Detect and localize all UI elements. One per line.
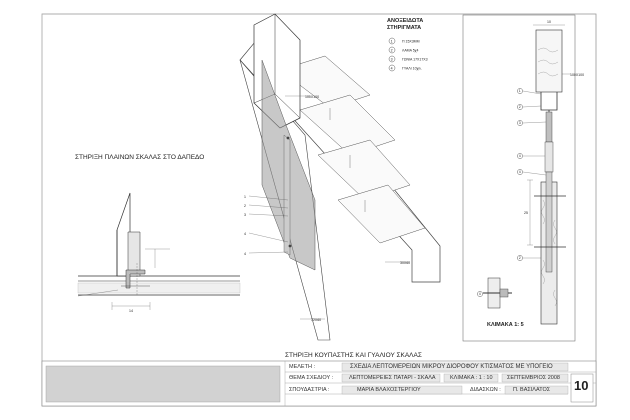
isometric-stair-drawing: 1 2 3 4 4 100Χ100 30Χ60 72Χ60 ΣΤΗΡΙΞΗ ΚΟ… <box>239 13 441 359</box>
legend-item-text: Π 15Χ3ΜΜ <box>402 40 420 44</box>
legend-item-text: ΛΑΜΑ 5χ4 <box>402 49 418 53</box>
student-value: ΜΑΡΙΑ ΒΛΑΧΟΣΤΕΡΓΙΟΥ <box>357 387 421 393</box>
drawing-label: ΘΕΜΑ ΣΧΕΔΙΟΥ : <box>289 375 334 381</box>
section-callout: 2 <box>519 256 521 260</box>
legend-item-4: 4 ΓΥΑΛΙ 10χιλ. <box>388 64 422 72</box>
handrail-support-title: ΣΤΗΡΙΞΗ ΚΟΥΠΑΣΤΗΣ ΚΑΙ ΓΥΑΛΙΟΥ ΣΚΑΛΑΣ <box>285 352 422 359</box>
section-callout: 4 <box>479 292 481 296</box>
detail-dim-label: 14 <box>129 309 133 313</box>
floor-support-title: ΣΤΗΡΙΞΗ ΠΛΑΙΝΩΝ ΣΚΑΛΑΣ ΣΤΟ ΔΑΠΕΔΟ <box>75 154 204 161</box>
scale-value: ΚΛΙΜΑΚΑ : 1 : 10 <box>450 375 493 381</box>
drawing-value: ΛΕΠΤΟΜΕΡΕΙΕΣ ΠΑΤΑΡΙ - ΣΚΑΛΑ <box>349 375 436 381</box>
section-callout: 3 <box>519 121 521 125</box>
legend-item-2: 2 ΛΑΜΑ 5χ4 <box>388 46 418 54</box>
legend-title-line2: ΣΤΗΡΙΓΜΑΤΑ <box>387 25 421 31</box>
legend-item-text: ΓΥΑΛΙ 10χιλ. <box>402 67 422 71</box>
iso-top-label: 100Χ100 <box>305 95 319 99</box>
section-scale-label: ΚΛΙΜΑΚΑ 1: 5 <box>487 322 524 328</box>
section-callout: 4 <box>519 154 521 158</box>
iso-bottom-label: 72Χ60 <box>311 318 321 322</box>
section-callout: 1 <box>519 89 521 93</box>
sheet-number-box <box>570 373 594 403</box>
date-value: ΣΕΠΤΕΜΒΡΙΟΣ 2008 <box>507 375 560 381</box>
floor-support-detail: ΣΤΗΡΙΞΗ ΠΛΑΙΝΩΝ ΣΚΑΛΑΣ ΣΤΟ ΔΑΠΕΔΟ 14 <box>75 154 241 313</box>
legend-item-number: 1 <box>391 39 393 43</box>
section-callouts: 1 2 3 4 4 2 4 <box>477 88 523 297</box>
iso-callout-4: 4 <box>244 232 246 236</box>
fasteners-legend: ΑΝΟΞΕΙΔΩΤΑ ΣΤΗΡΙΓΜΑΤΑ 1 Π 15Χ3ΜΜ 2 ΛΑΜΑ … <box>387 18 428 72</box>
sheet-number: 10 <box>574 378 589 393</box>
legend-item-number: 3 <box>391 57 393 61</box>
title-block <box>41 360 597 407</box>
student-label: ΣΠΟΥΔΑΣΤΡΙΑ : <box>289 387 330 393</box>
section-dim-top: 10 <box>547 20 551 24</box>
section-callout: 4 <box>519 170 521 174</box>
legend-item-text: ΓΩΝΙΑ 17Χ17Χ3 <box>402 58 428 62</box>
vertical-section-detail: 10 100Χ100 25 1 2 3 4 <box>462 14 584 342</box>
legend-title-line1: ΑΝΟΞΕΙΔΩΤΑ <box>387 18 423 24</box>
section-right-label: 100Χ100 <box>570 73 584 77</box>
legend-item-1: 1 Π 15Χ3ΜΜ <box>388 37 420 45</box>
study-label: ΜΕΛΕΤΗ : <box>289 364 315 370</box>
iso-callout-2: 2 <box>244 204 246 208</box>
study-value: ΣΧΕΔΙΑ ΛΕΠΤΟΜΕΡΕΙΩΝ ΜΙΚΡΟΥ ΔΙΟΡΟΦΟΥ ΚΤΙΣ… <box>350 364 553 370</box>
legend-item-number: 4 <box>391 66 393 70</box>
section-dim-mid: 25 <box>524 211 528 215</box>
teacher-value: Π. ΒΑΣΙΛΑΤΟΣ <box>513 387 551 393</box>
teacher-label: ΔΙΔΑΣΚΩΝ : <box>470 387 501 393</box>
iso-callout-5: 4 <box>244 252 246 256</box>
legend-item-3: 3 ΓΩΝΙΑ 17Χ17Χ3 <box>388 55 428 63</box>
iso-callout-3: 3 <box>244 213 246 217</box>
legend-item-number: 2 <box>391 48 393 52</box>
section-callout: 2 <box>519 105 521 109</box>
iso-right-label: 30Χ60 <box>400 261 410 265</box>
iso-callout-1: 1 <box>244 195 246 199</box>
title-block-logo-area <box>45 365 281 403</box>
